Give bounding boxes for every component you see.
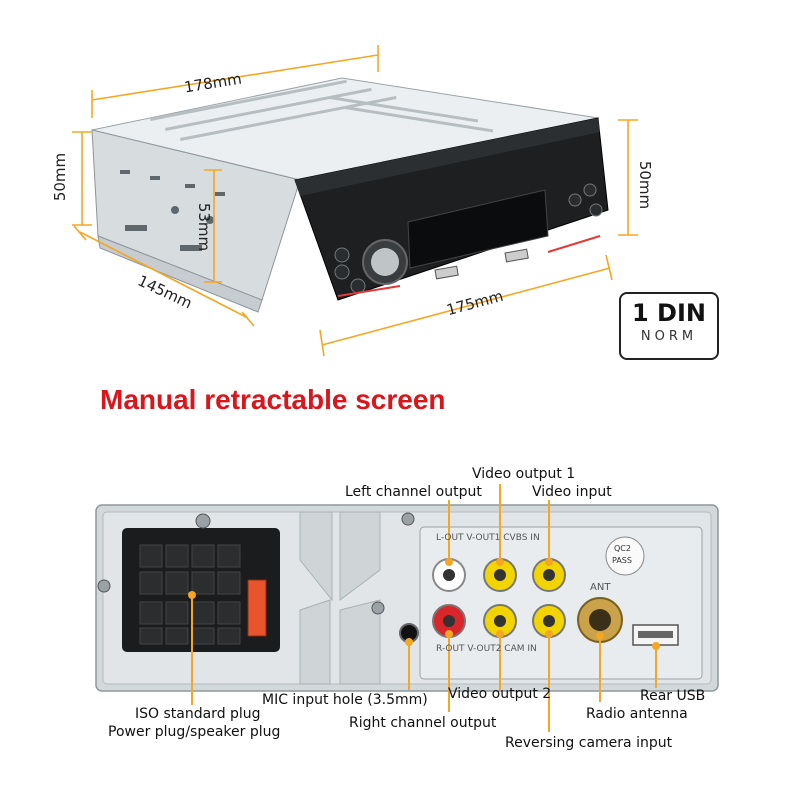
label-left-channel-output: Left channel output	[345, 484, 482, 500]
label-video-output-1: Video output 1	[472, 466, 576, 482]
label-iso-plug: ISO standard plug	[135, 706, 261, 722]
qc-print: QC2	[614, 544, 631, 553]
label-radio-antenna: Radio antenna	[586, 706, 688, 722]
callout-lines	[188, 484, 660, 732]
dim-face-height: 53mm	[195, 202, 214, 252]
rear-panel	[95, 504, 719, 692]
label-rear-usb: Rear USB	[640, 688, 706, 704]
label-video-input: Video input	[532, 484, 612, 500]
din-norm-badge: 1 DIN NORM	[619, 292, 719, 360]
rca-jacks	[432, 558, 566, 638]
headline: Manual retractable screen	[100, 384, 446, 415]
head-unit-body	[91, 77, 609, 313]
dim-right-height: 50mm	[636, 160, 655, 210]
panel-print-top: L-OUT V-OUT1 CVBS IN	[436, 533, 540, 543]
badge-subtitle: NORM	[640, 329, 698, 344]
label-mic-input: MIC input hole (3.5mm)	[262, 692, 428, 708]
badge-title: 1 DIN	[632, 299, 706, 327]
ant-print: ANT	[590, 582, 611, 593]
label-right-channel-output: Right channel output	[349, 715, 497, 731]
label-power-plug: Power plug/speaker plug	[108, 724, 281, 740]
label-video-output-2: Video output 2	[448, 686, 552, 702]
dim-left-height: 50mm	[51, 152, 70, 202]
dimension-lines	[72, 45, 638, 357]
label-reversing-camera: Reversing camera input	[505, 735, 673, 751]
panel-print-bottom: R-OUT V-OUT2 CAM IN	[436, 644, 537, 654]
pass-print: PASS	[612, 556, 632, 565]
